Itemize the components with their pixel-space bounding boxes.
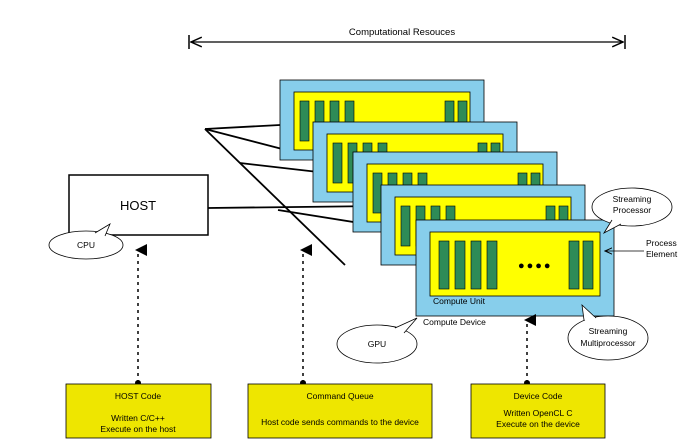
gpu-label: GPU <box>368 339 386 349</box>
process-element <box>582 240 594 290</box>
process-element <box>332 142 343 184</box>
ellipsis-dots: ●●●● <box>518 260 553 272</box>
process-element <box>454 240 466 290</box>
process-element-label-2: Element <box>646 249 678 259</box>
command-queue-line1: Host code sends commands to the device <box>261 417 419 427</box>
gpu-callout <box>336 317 418 364</box>
cpu-callout <box>48 223 124 260</box>
device-code-line2: Execute on the device <box>496 419 580 429</box>
process-element <box>299 100 310 142</box>
device-code-line1: Written OpenCL C <box>504 408 573 418</box>
process-element <box>438 240 450 290</box>
host-label: HOST <box>120 198 156 213</box>
device-code-title: Device Code <box>514 391 563 401</box>
process-element <box>568 240 580 290</box>
host-code-title: HOST Code <box>115 391 161 401</box>
compute-device-5: ●●●● <box>415 219 615 317</box>
streaming-multiprocessor-label-2: Multiprocessor <box>580 338 635 348</box>
streaming-multiprocessor-label-1: Streaming <box>589 326 628 336</box>
process-element <box>400 205 411 247</box>
command-queue-box <box>247 383 433 439</box>
streaming-processor-label-1: Streaming <box>613 194 652 204</box>
device-code-arrow <box>524 314 536 386</box>
resources-label: Computational Resouces <box>349 27 455 38</box>
compute-device-label: Compute Device <box>423 317 486 327</box>
host-code-arrow <box>135 244 147 386</box>
process-element-label-1: Process <box>646 238 677 248</box>
device-stack: ●●●● <box>279 79 615 317</box>
device-code-box <box>470 383 606 439</box>
host-code-line1: Written C/C++ <box>111 413 165 423</box>
command-queue-arrow <box>300 244 312 386</box>
host-code-box <box>65 383 212 439</box>
host-code-line2: Execute on the host <box>100 424 176 434</box>
process-element <box>486 240 498 290</box>
command-queue-title: Command Queue <box>306 391 373 401</box>
resources-span <box>188 35 626 49</box>
streaming-processor-label-2: Processor <box>613 205 651 215</box>
host-box <box>68 174 209 236</box>
compute-unit-label: Compute Unit <box>433 296 486 306</box>
streaming-multiprocessor-callout <box>567 303 649 361</box>
streaming-processor-callout <box>591 187 673 235</box>
cpu-label: CPU <box>77 240 95 250</box>
process-element <box>470 240 482 290</box>
